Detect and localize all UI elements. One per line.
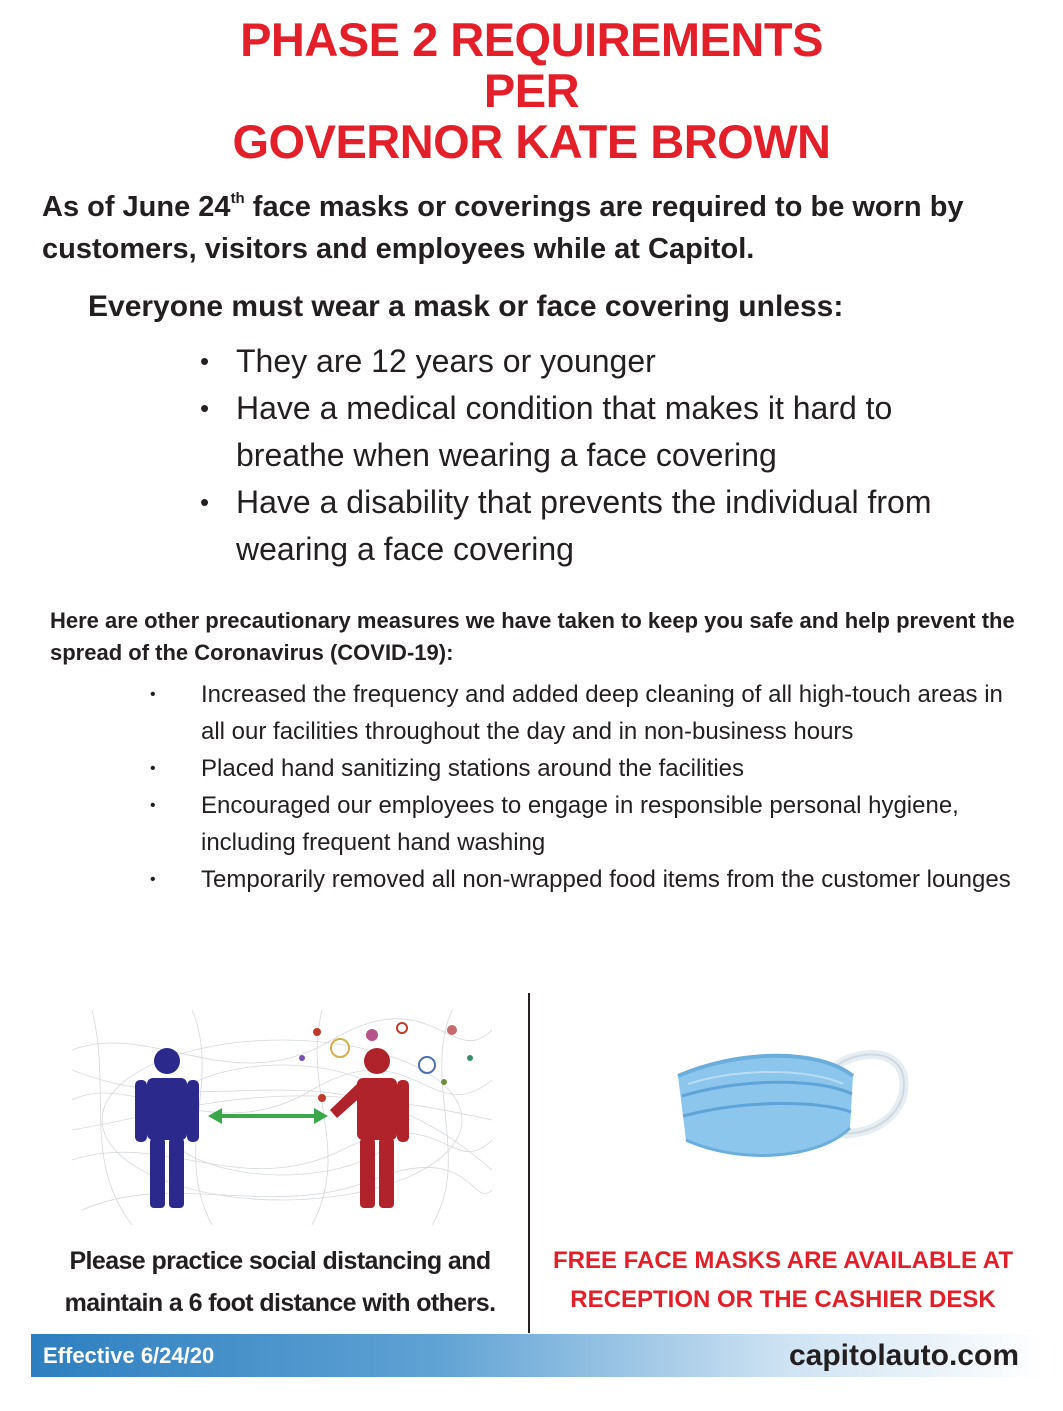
title-line-1: PHASE 2 REQUIREMENTS: [240, 13, 823, 66]
social-distancing-figures-icon: [72, 1010, 492, 1225]
intro-text-rest: face masks or coverings are required to …: [42, 191, 964, 265]
precaution-item: Encouraged our employees to engage in re…: [150, 787, 1020, 861]
exception-item: Have a medical condition that makes it h…: [200, 385, 1000, 479]
website-label: capitolauto.com: [788, 1339, 1019, 1372]
precaution-item: Placed hand sanitizing stations around t…: [150, 750, 1020, 787]
distancing-caption: Please practice social distancing and ma…: [64, 1247, 496, 1317]
precautions-list: Increased the frequency and added deep c…: [150, 676, 1020, 898]
page-title: PHASE 2 REQUIREMENTS PER GOVERNOR KATE B…: [0, 14, 1063, 167]
intro-text: As of June 24: [42, 191, 231, 223]
intro-superscript: th: [230, 190, 245, 207]
exceptions-list: They are 12 years or younger Have a medi…: [200, 338, 1000, 573]
footer-bar: Effective 6/24/20 capitolauto.com: [31, 1334, 1043, 1377]
title-line-2: PER: [483, 64, 580, 117]
effective-date: Effective 6/24/20: [43, 1343, 215, 1368]
surgical-mask-icon: [677, 1050, 909, 1157]
column-divider: [528, 993, 530, 1333]
precaution-item: Increased the frequency and added deep c…: [150, 676, 1020, 750]
free-masks-caption: FREE FACE MASKS ARE AVAILABLE AT RECEPTI…: [552, 1247, 1013, 1313]
precaution-item: Temporarily removed all non-wrapped food…: [150, 861, 1020, 898]
intro-paragraph: As of June 24th face masks or coverings …: [42, 186, 1042, 270]
exception-item: Have a disability that prevents the indi…: [200, 479, 1000, 573]
exception-item: They are 12 years or younger: [200, 338, 1000, 385]
exceptions-heading: Everyone must wear a mask or face coveri…: [88, 290, 844, 323]
precautions-heading: Here are other precautionary measures we…: [50, 608, 1015, 665]
title-line-3: GOVERNOR KATE BROWN: [232, 115, 831, 168]
